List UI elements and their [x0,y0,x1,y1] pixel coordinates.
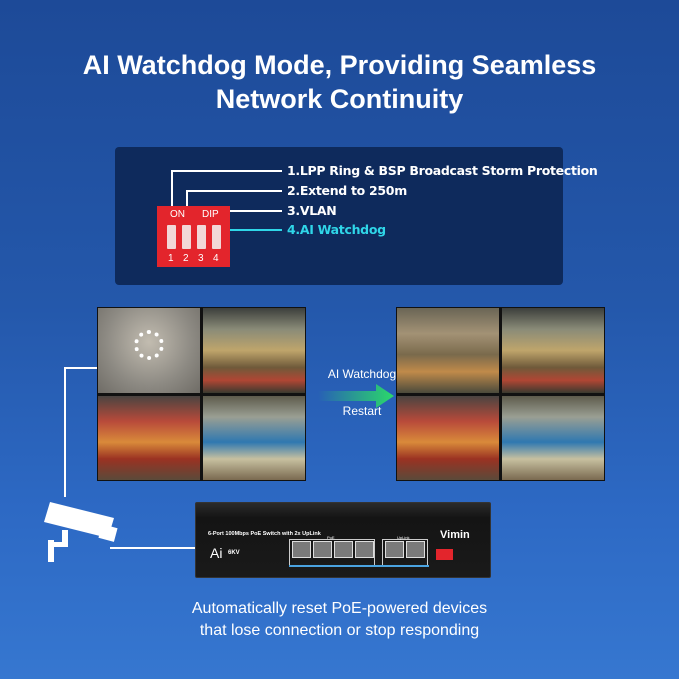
dip-number: 2 [183,253,189,264]
dip-option-1: 1.LPP Ring & BSP Broadcast Storm Protect… [287,163,598,178]
camera-feed [98,395,200,480]
camera-feed-frozen [98,308,200,393]
caption: Automatically reset PoE-powered devices … [0,598,679,642]
uplink-port [385,541,404,558]
camera-grid-before [97,307,306,481]
uplink-port [406,541,425,558]
dip-number: 4 [213,253,219,264]
on-label: ON [170,209,185,220]
page-title: AI Watchdog Mode, Providing Seamless Net… [0,48,679,116]
camera-feed [502,395,604,480]
dip-option-3: 3.VLAN [287,203,337,218]
switch-description: 6-Port 100Mbps PoE Switch with 2x UpLink [208,531,321,537]
arrow-label-bottom: Restart [342,404,382,418]
poe-switch: 6-Port 100Mbps PoE Switch with 2x UpLink… [195,502,491,578]
ethernet-port [313,541,332,558]
camera-feed [203,395,305,480]
dip-option-4: 4.AI Watchdog [287,222,386,237]
camera-feed [397,395,499,480]
kv-label: 6KV [228,550,240,556]
dip-number: 3 [198,253,204,264]
camera-icon [44,502,118,562]
dip-number: 1 [168,253,174,264]
dip-switch-small [436,549,453,560]
camera-feed [502,308,604,393]
title-line-2: Network Continuity [215,84,464,114]
caption-line-2: that lose connection or stop responding [199,622,480,639]
dip-label: DIP [202,209,219,220]
title-line-1: AI Watchdog Mode, Providing Seamless [82,50,597,80]
arrow-right-icon [318,384,394,408]
camera-feed [397,308,499,393]
ethernet-port [355,541,374,558]
camera-grid-after [396,307,605,481]
ethernet-port [334,541,353,558]
dip-toggle-1 [167,225,176,249]
arrow-label-top: AI Watchdog [327,367,397,381]
brand-logo: Vimin [440,529,470,541]
ai-logo: Ai [210,545,223,561]
dip-option-2: 2.Extend to 250m [287,183,407,198]
dip-toggle-2 [182,225,191,249]
ethernet-port [292,541,311,558]
dip-toggle-4 [212,225,221,249]
loading-spinner-icon [134,330,164,360]
dip-toggle-3 [197,225,206,249]
poe-label: PoE [327,535,335,540]
camera-feed [203,308,305,393]
caption-line-1: Automatically reset PoE-powered devices [191,600,488,617]
uplink-label: UpLink [397,535,410,540]
